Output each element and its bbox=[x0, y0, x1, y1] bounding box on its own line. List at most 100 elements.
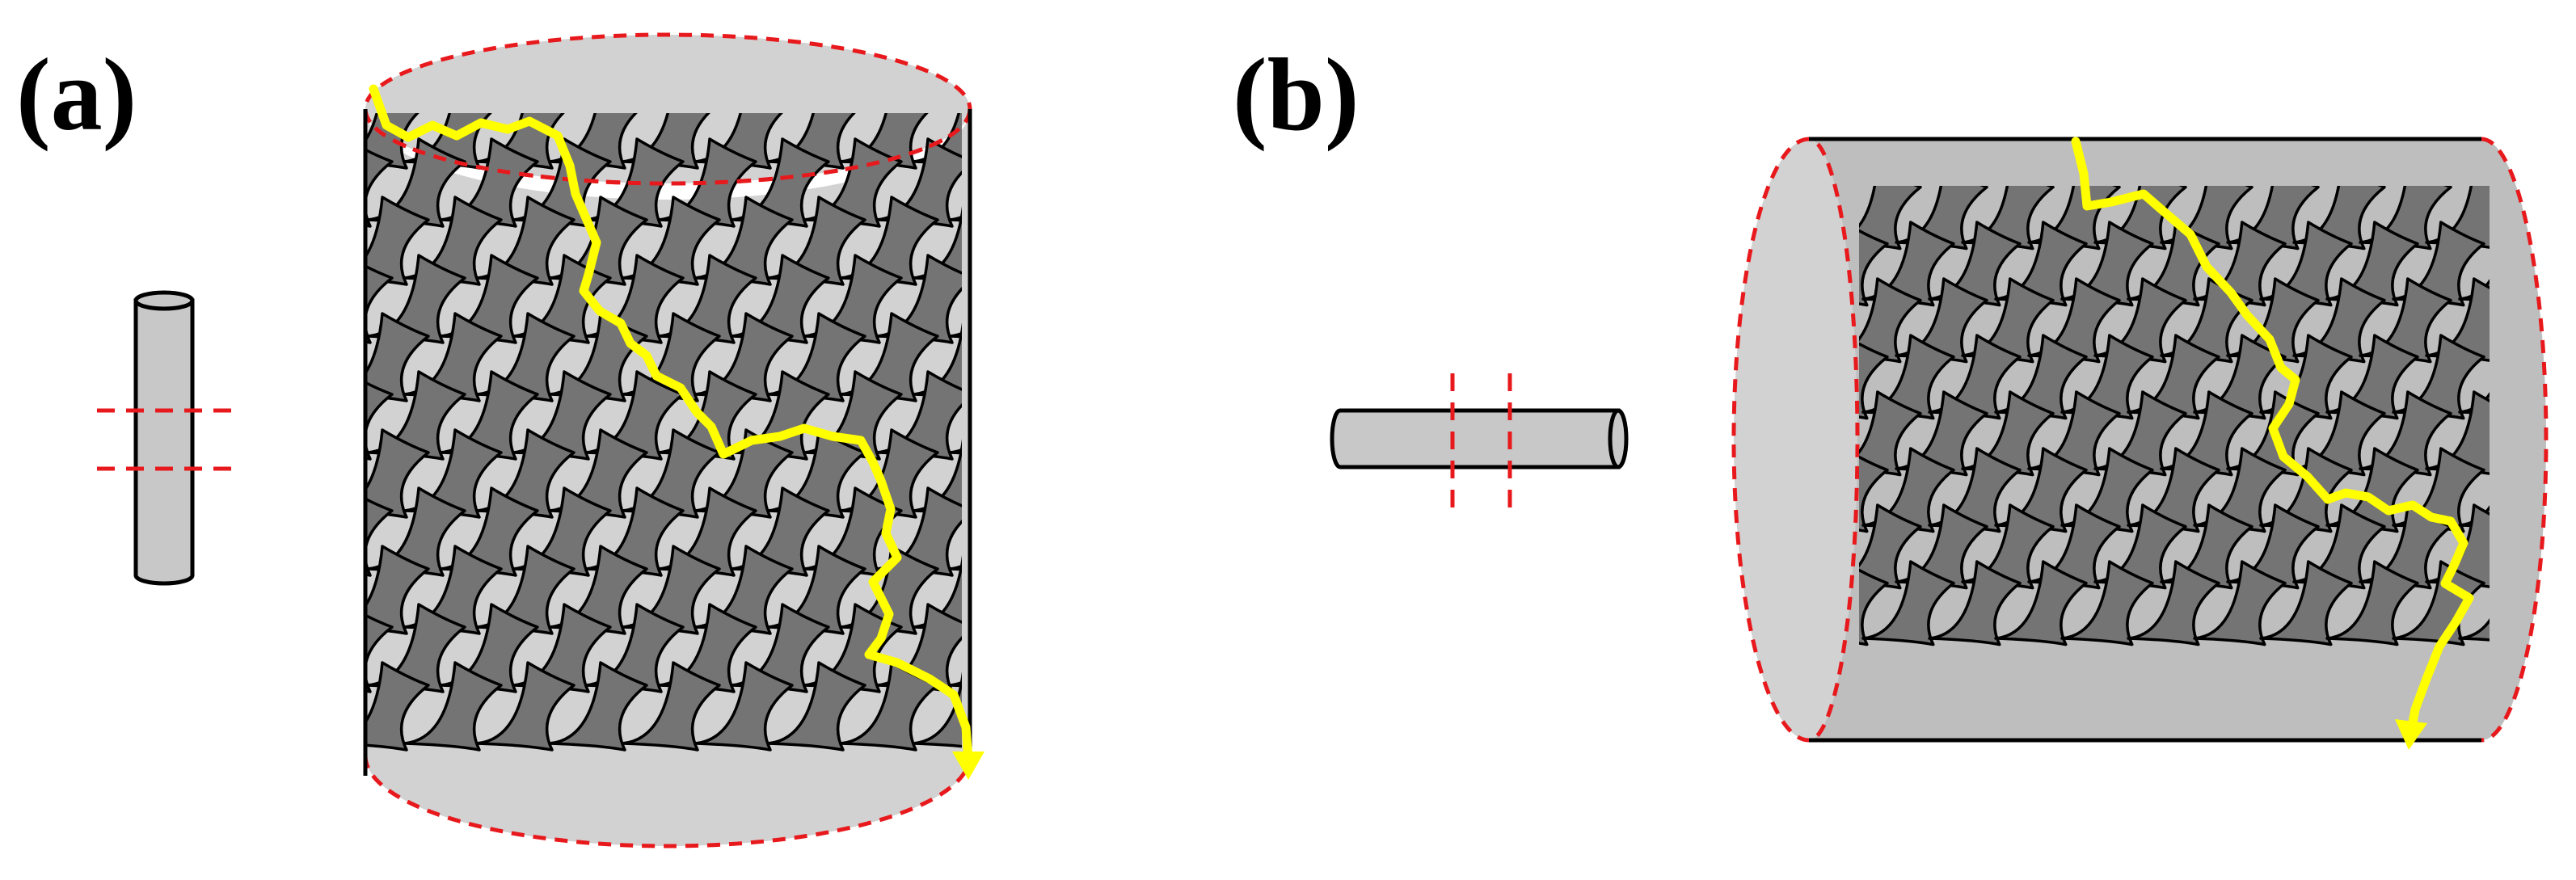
panel-a-scale bbox=[948, 680, 962, 688]
panel-b-scale bbox=[1928, 560, 2022, 646]
panel-a-scale bbox=[730, 137, 830, 228]
panel-b-front-cap bbox=[1731, 137, 1860, 743]
panel-b-rod-body bbox=[1330, 408, 1621, 469]
panel-b-scale bbox=[2193, 560, 2287, 646]
panel-a-scale bbox=[366, 137, 466, 228]
panel-a-crack-arrowhead bbox=[952, 752, 984, 780]
panel-a-scale bbox=[694, 545, 794, 635]
panel-a-scale bbox=[766, 196, 866, 286]
panel-a-scale bbox=[439, 486, 539, 577]
panel-b-rod-end-cap bbox=[1608, 408, 1629, 469]
panel-a-scale bbox=[403, 312, 503, 402]
panel-a-scale bbox=[366, 603, 466, 693]
panel-b-scale bbox=[1861, 560, 1955, 646]
panel-a-scale bbox=[364, 196, 430, 286]
panel-b-back-rim bbox=[2481, 137, 2549, 743]
panel-b-scale bbox=[1859, 229, 1889, 307]
panel-a-scale bbox=[548, 661, 648, 752]
panel-a-scale bbox=[439, 254, 539, 344]
panel-a-scale bbox=[366, 254, 466, 344]
panel-b-scale bbox=[2060, 560, 2154, 646]
panel-a-scale bbox=[259, 546, 356, 634]
panel-a-scale bbox=[803, 254, 903, 344]
panel-a-scale bbox=[364, 428, 430, 519]
panel-a-scale bbox=[694, 428, 794, 519]
panel-a-scale bbox=[259, 430, 356, 517]
panel-a-scale bbox=[803, 603, 903, 693]
panel-a-scale bbox=[364, 263, 394, 344]
panel-a-scale bbox=[657, 486, 757, 577]
panel-a-scale bbox=[259, 663, 356, 750]
panel-b-scale bbox=[1859, 455, 1889, 533]
panel-a-scale bbox=[259, 314, 356, 401]
panel-a-scale bbox=[621, 312, 721, 402]
panel-a-scale bbox=[766, 661, 866, 752]
panel-b-scale bbox=[1994, 560, 2088, 646]
panel-a-back-rim bbox=[363, 108, 972, 186]
panel-a-scale bbox=[403, 196, 503, 286]
panel-a-scale bbox=[403, 545, 503, 635]
panel-b-scale bbox=[1859, 342, 1889, 420]
panel-a-scale bbox=[621, 661, 721, 752]
panel-a-scale bbox=[694, 312, 794, 402]
panel-a-scale bbox=[512, 486, 612, 577]
panel-a-scale bbox=[912, 322, 962, 399]
panel-a-scale bbox=[475, 196, 575, 286]
panel-a-scale bbox=[512, 370, 612, 461]
panel-b-scale bbox=[2325, 560, 2419, 646]
panel-a-scale bbox=[657, 254, 757, 344]
panel-a: (a) bbox=[16, 32, 984, 848]
panel-a-scale bbox=[512, 603, 612, 693]
panel-a-scale bbox=[948, 448, 962, 455]
panel-b-scale bbox=[2259, 560, 2353, 646]
panel-a-scale-pattern bbox=[259, 81, 962, 752]
panel-b-label: (b) bbox=[1233, 37, 1359, 152]
panel-a-scale bbox=[403, 661, 503, 752]
panel-a-scale bbox=[621, 196, 721, 286]
panel-a-scale bbox=[875, 137, 962, 228]
panel-a-scale bbox=[694, 661, 794, 752]
panel-a-scale bbox=[475, 545, 575, 635]
panel-a-scale bbox=[803, 370, 903, 461]
panel-a-scale bbox=[364, 613, 394, 693]
panel-b-scale bbox=[2458, 617, 2490, 642]
panel-a-scale bbox=[948, 564, 962, 571]
panel-a-scale bbox=[475, 428, 575, 519]
panel-a-scale bbox=[912, 205, 962, 283]
panel-a-scale bbox=[948, 215, 962, 222]
panel-a-scale bbox=[439, 603, 539, 693]
panel-a-scale bbox=[475, 312, 575, 402]
panel-a-scale bbox=[584, 254, 685, 344]
panel-a-scale bbox=[694, 196, 794, 286]
panel-a-scale bbox=[364, 496, 394, 577]
panel-a-scale bbox=[259, 197, 356, 284]
panel-a-scale bbox=[548, 428, 648, 519]
panel-a-scale bbox=[364, 661, 430, 752]
panel-a-scale bbox=[584, 603, 685, 693]
panel-a-bottom-rim bbox=[363, 755, 972, 848]
panel-a-scale bbox=[366, 370, 466, 461]
panel-a-rod-body bbox=[133, 298, 195, 586]
panel-a-crack-path bbox=[369, 84, 973, 764]
panel-a-scale bbox=[803, 486, 903, 577]
panel-a-scale bbox=[766, 545, 866, 635]
panel-a-section bbox=[259, 32, 984, 848]
panel-a-scale bbox=[657, 370, 757, 461]
panel-a-scale bbox=[364, 312, 430, 402]
panel-a-scale bbox=[475, 661, 575, 752]
panel-a-scale bbox=[730, 603, 830, 693]
panel-a-scale bbox=[766, 312, 866, 402]
panel-a-scale bbox=[548, 545, 648, 635]
panel-a-scale bbox=[730, 370, 830, 461]
panel-a-scale bbox=[259, 81, 356, 168]
panel-a-scale bbox=[366, 486, 466, 577]
panel-a-scale bbox=[512, 137, 612, 228]
panel-a-rod bbox=[97, 290, 234, 586]
panel-b-crack-path bbox=[2071, 137, 2474, 736]
panel-b: (b) bbox=[1233, 37, 2549, 750]
panel-b-scale bbox=[2127, 560, 2220, 646]
panel-a-scale bbox=[364, 380, 394, 461]
panel-a-scale bbox=[912, 671, 962, 748]
panel-b-crack-arrowhead bbox=[2395, 719, 2427, 750]
